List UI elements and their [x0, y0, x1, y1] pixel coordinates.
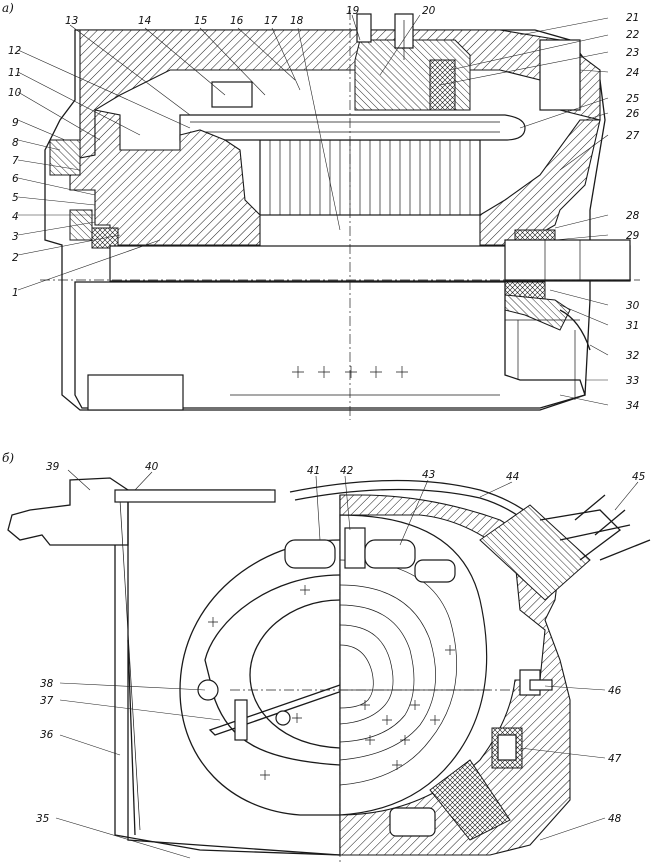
callout-31: 31 — [626, 320, 639, 332]
coil-43b — [414, 559, 456, 583]
terminal-block — [211, 81, 253, 108]
callout-42: 42 — [340, 465, 354, 477]
top-bolt-19 — [356, 13, 372, 43]
callout-44: 44 — [506, 471, 519, 483]
callout-8: 8 — [12, 137, 19, 149]
callout-14: 14 — [138, 15, 151, 27]
end-shield-face — [179, 539, 341, 816]
view-a-callouts: 1 2 3 4 5 6 7 8 9 10 11 12 13 14 15 16 1… — [8, 5, 640, 412]
view-a-marker: а) — [2, 1, 14, 15]
callout-35: 35 — [36, 813, 50, 825]
callout-25: 25 — [626, 93, 640, 105]
shaft-end — [504, 239, 631, 281]
callout-40: 40 — [145, 461, 159, 473]
rotor-stack — [259, 139, 481, 216]
handle-39 — [7, 477, 129, 546]
callout-12: 12 — [8, 45, 22, 57]
callout-18: 18 — [290, 15, 304, 27]
cable-32 — [559, 309, 591, 351]
callout-22: 22 — [626, 29, 640, 41]
callout-26: 26 — [626, 108, 640, 120]
callout-37: 37 — [40, 695, 54, 707]
top-plate-40 — [114, 489, 276, 503]
callout-41: 41 — [307, 465, 320, 477]
coil-43 — [364, 539, 416, 569]
side-rail-36 — [127, 639, 136, 836]
bearing-cap-31 — [504, 294, 571, 331]
coil-41 — [284, 539, 336, 569]
callout-30: 30 — [626, 300, 640, 312]
left-fan-9 — [49, 139, 81, 176]
callout-24: 24 — [626, 67, 639, 79]
boss-nut — [275, 710, 291, 726]
callout-16: 16 — [230, 15, 244, 27]
callout-20: 20 — [422, 5, 436, 17]
coil-lower-2 — [389, 807, 436, 837]
hole-38 — [197, 679, 219, 701]
callout-36: 36 — [40, 729, 54, 741]
callout-28: 28 — [626, 210, 640, 222]
foot-left — [87, 374, 184, 411]
callout-29: 29 — [626, 230, 640, 242]
coil-42 — [344, 527, 366, 569]
callout-48: 48 — [608, 813, 622, 825]
callout-5: 5 — [12, 192, 19, 204]
callout-4: 4 — [12, 211, 19, 223]
callout-39: 39 — [46, 461, 60, 473]
lever-block — [234, 699, 248, 741]
bolt-marks — [292, 366, 408, 378]
winding-overhang — [179, 114, 526, 141]
callout-38: 38 — [40, 678, 54, 690]
lower-housing — [74, 281, 586, 409]
view-a-leaders — [17, 14, 609, 406]
callout-32: 32 — [626, 350, 640, 362]
callout-9: 9 — [12, 117, 19, 129]
face-marks — [208, 585, 310, 780]
callout-43: 43 — [422, 469, 435, 481]
callout-33: 33 — [626, 375, 639, 387]
left-end-shield — [69, 109, 261, 246]
callout-11: 11 — [8, 67, 21, 79]
callout-19: 19 — [346, 5, 360, 17]
callout-46: 46 — [608, 685, 622, 697]
left-cap-4 — [69, 209, 93, 241]
callout-21: 21 — [626, 12, 639, 24]
view-b-marker: б) — [2, 451, 14, 465]
callout-7: 7 — [12, 155, 19, 167]
callout-3: 3 — [12, 231, 19, 243]
winding-block-22 — [429, 59, 456, 111]
callout-34: 34 — [626, 400, 639, 412]
callout-17: 17 — [264, 15, 278, 27]
winding-block-24 — [539, 39, 581, 111]
callout-15: 15 — [194, 15, 208, 27]
terminal-box-45 — [479, 494, 651, 601]
view-b-leaders — [55, 469, 639, 859]
callout-47: 47 — [608, 753, 622, 765]
callout-6: 6 — [12, 173, 19, 185]
coil-lower-1 — [429, 759, 511, 841]
callout-13: 13 — [65, 15, 78, 27]
callout-23: 23 — [626, 47, 639, 59]
callout-45: 45 — [632, 471, 646, 483]
callout-1: 1 — [12, 287, 19, 299]
view-b: б) — [2, 451, 651, 865]
tab-46 — [529, 679, 553, 691]
view-a: а) — [2, 1, 640, 420]
view-b-callouts: 35 36 37 38 39 40 41 42 43 44 45 46 47 4… — [36, 461, 646, 825]
callout-27: 27 — [626, 130, 640, 142]
callout-10: 10 — [8, 87, 22, 99]
callout-2: 2 — [12, 252, 19, 264]
